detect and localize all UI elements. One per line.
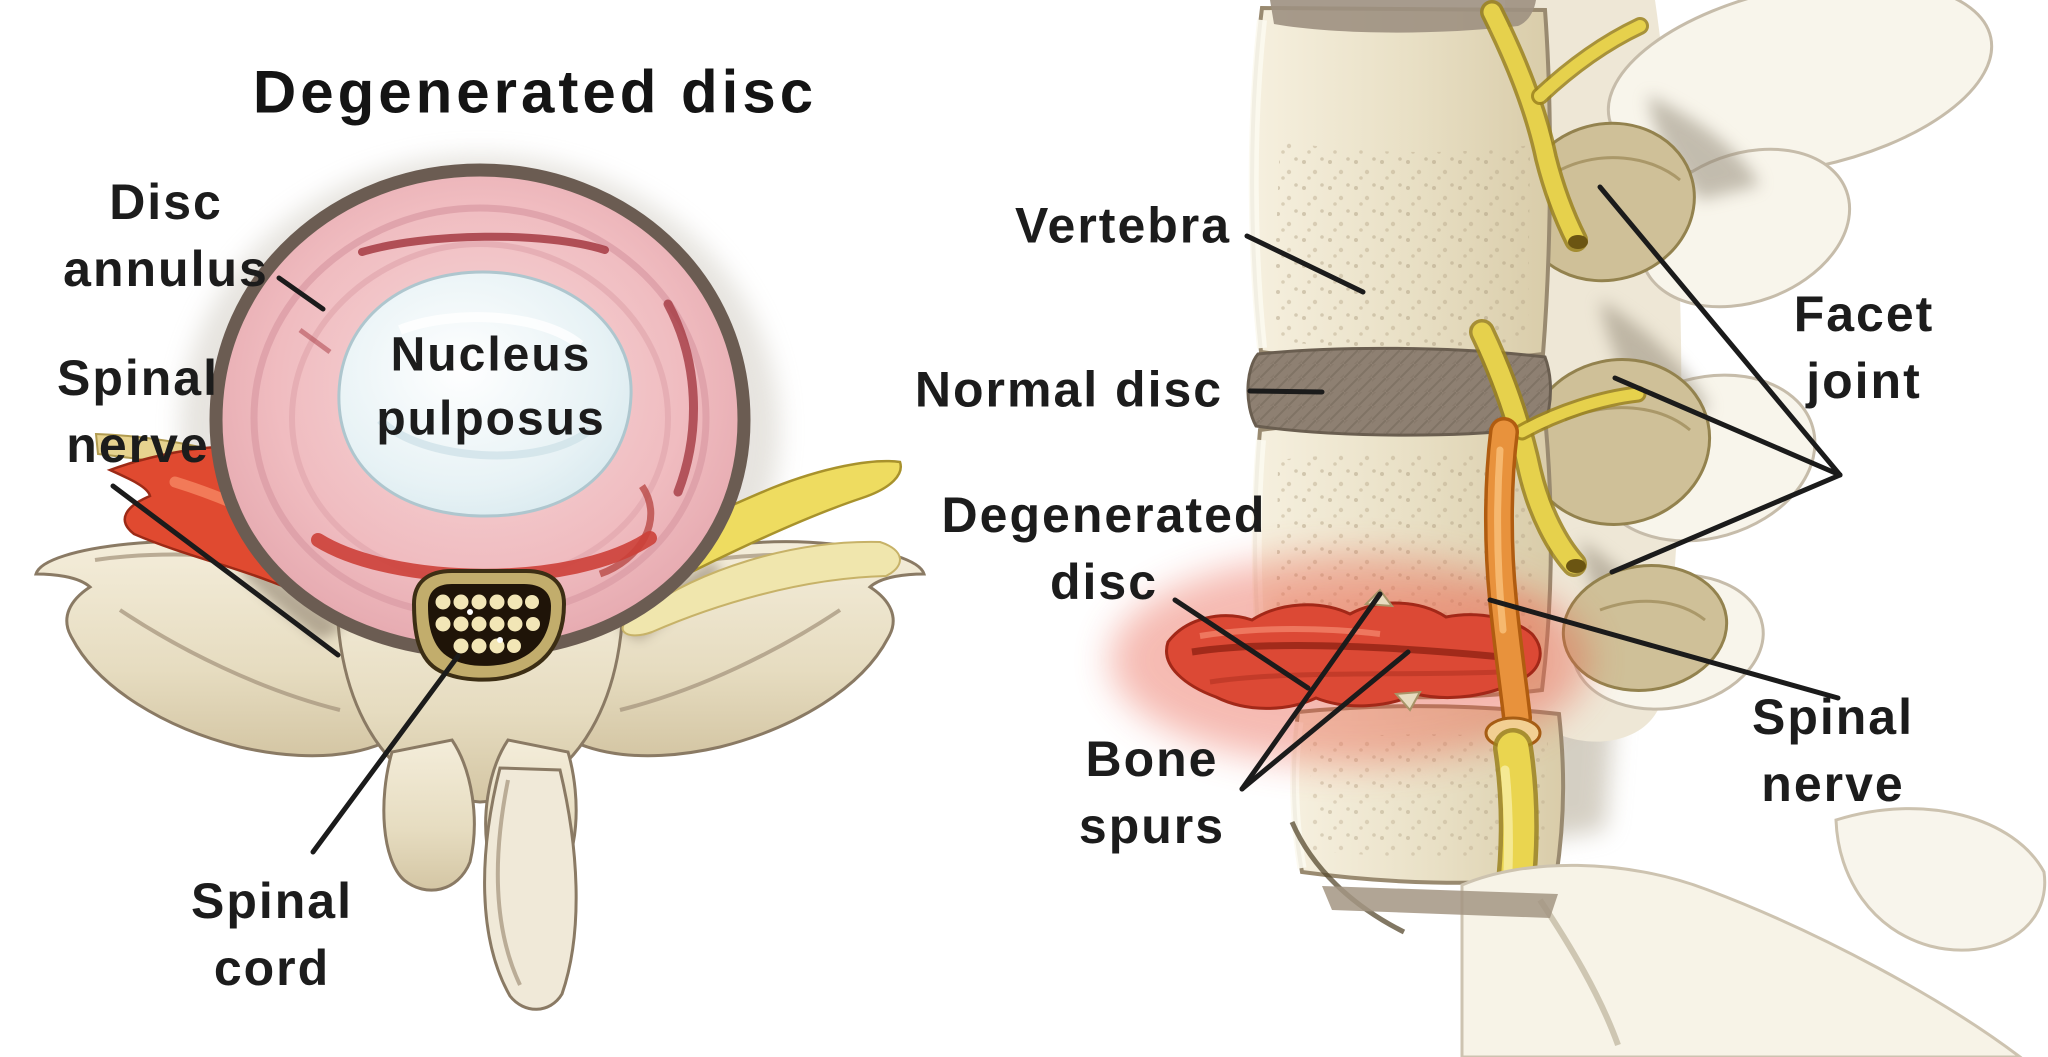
label-degenerated-disc-line2: disc [1049,554,1159,610]
label-nucleus-pulposus-line2: pulposus [376,393,606,446]
normal-disc-shape [1246,346,1552,437]
leader-spinal-nerve-right [1487,597,1841,701]
cord-nerve-dots [435,594,540,654]
label-spinal-cord-line2: cord [213,940,331,996]
leader-facet-joint-1 [1597,184,1843,478]
spinal-cord-shape [411,569,567,682]
degenerated-disc-shape [1110,555,1590,765]
label-facet-joint-line2: joint [1806,353,1922,409]
leader-facet-joint-3 [1609,472,1843,575]
leader-vertebra [1244,233,1366,295]
label-facet-joint: Facet joint [1794,281,1935,415]
leader-bone-spur-1 [1239,591,1383,792]
leader-normal-disc [1247,388,1325,395]
leader-spinal-cord [310,653,461,855]
label-bone-spurs: Bone spurs [1079,726,1225,860]
label-disc-annulus: Disc annulus [63,169,269,303]
label-nucleus-pulposus: Nucleus pulposus [376,324,605,453]
upper-disc-sliver [1270,0,1536,33]
sacrum-shape [1289,807,2047,1057]
label-facet-joint-line1: Facet [1793,286,1935,342]
label-disc-annulus-line2: annulus [63,241,269,297]
label-spinal-nerve-right-line2: nerve [1761,756,1905,812]
label-disc-annulus-line1: Disc [109,174,223,230]
leader-degenerated-disc [1172,597,1311,691]
label-degenerated-disc: Degenerated disc [942,482,1267,616]
label-spinal-nerve-left-line2: nerve [66,417,210,473]
leader-spinal-nerve-left [110,483,341,658]
leader-disc-annulus [276,275,326,312]
nucleus-pulposus-shape [337,270,633,518]
bone-spur-lower [1393,690,1422,712]
label-spinal-cord: Spinal cord [191,868,353,1002]
leader-lines [110,184,1843,855]
label-degenerated-disc-line1: Degenerated [941,487,1267,543]
lateral-spine-illustration [1110,0,2047,1057]
label-vertebra: Vertebra [1014,197,1232,254]
label-spinal-nerve-left: Spinal nerve [57,345,219,479]
label-spinal-cord-line1: Spinal [190,873,354,929]
label-nucleus-pulposus-line1: Nucleus [390,328,592,382]
figure-title: Degenerated disc [252,58,818,126]
label-bone-spurs-line2: spurs [1078,798,1226,854]
axial-vertebra-illustration [34,155,926,1011]
leader-bone-spur-2 [1239,649,1411,792]
label-spinal-nerve-left-line1: Spinal [56,350,220,406]
label-bone-spurs-line1: Bone [1085,731,1219,787]
leader-facet-joint-2 [1612,375,1843,478]
vertebra-bone-shape [34,540,926,1011]
label-spinal-nerve-right: Spinal nerve [1752,684,1914,818]
label-spinal-nerve-right-line1: Spinal [1751,689,1915,745]
label-normal-disc: Normal disc [914,361,1224,418]
